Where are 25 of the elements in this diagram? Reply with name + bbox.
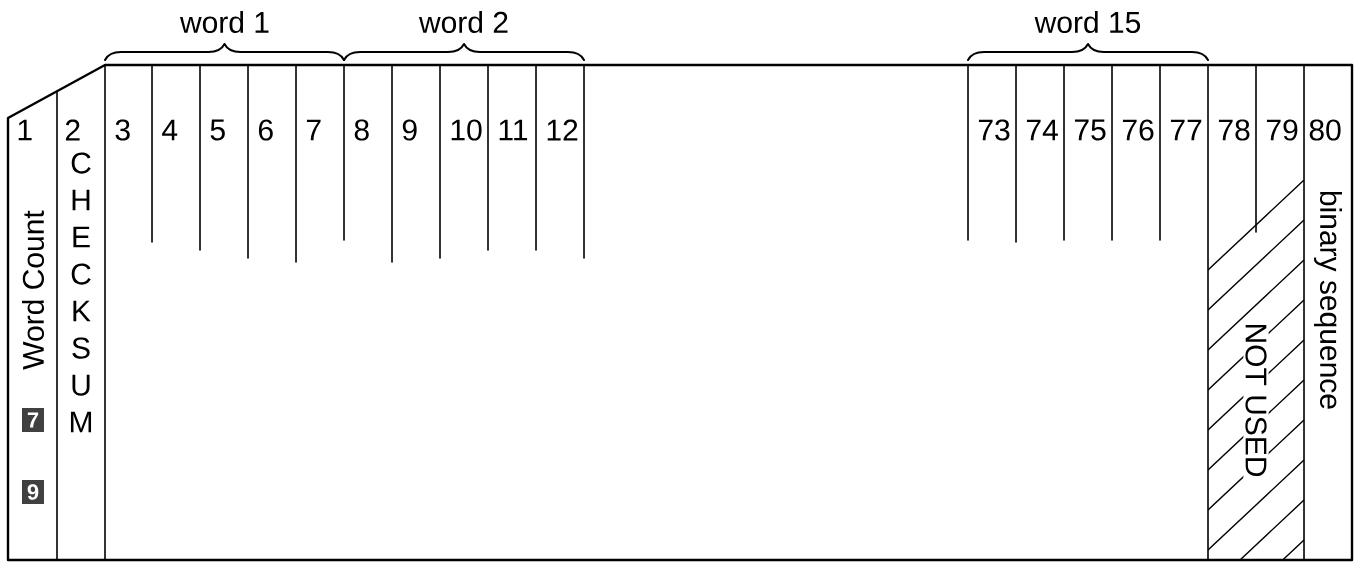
number-badge: 7 xyxy=(22,408,44,432)
column-number: 76 xyxy=(1122,119,1154,141)
group-label: word 2 xyxy=(418,11,508,33)
column-number: 5 xyxy=(210,119,225,141)
group-label: word 15 xyxy=(1034,11,1141,33)
column-number: 78 xyxy=(1218,119,1250,141)
hatched-area: NOT USED xyxy=(1208,180,1304,560)
column-number: 12 xyxy=(547,119,578,141)
column-number: 79 xyxy=(1266,119,1298,141)
group-label: word 1 xyxy=(179,11,269,33)
node-label: NOT USED xyxy=(1245,324,1267,477)
number-badge: 9 xyxy=(22,480,44,504)
card-column: 80 binary sequence xyxy=(1303,64,1342,561)
column-number: 9 xyxy=(402,119,417,141)
card-column: 2 CHECKSUM xyxy=(65,64,106,561)
column-number: 74 xyxy=(1026,119,1058,141)
column-number: 11 xyxy=(499,119,528,141)
column-number: 77 xyxy=(1170,119,1202,141)
column-number: 7 xyxy=(306,119,321,141)
column-number: 8 xyxy=(354,119,369,141)
column-number: 73 xyxy=(978,119,1010,141)
column-number: 6 xyxy=(258,119,273,141)
column-number: 4 xyxy=(162,119,178,141)
column-number: 10 xyxy=(451,119,482,141)
column-number: 75 xyxy=(1074,119,1106,141)
